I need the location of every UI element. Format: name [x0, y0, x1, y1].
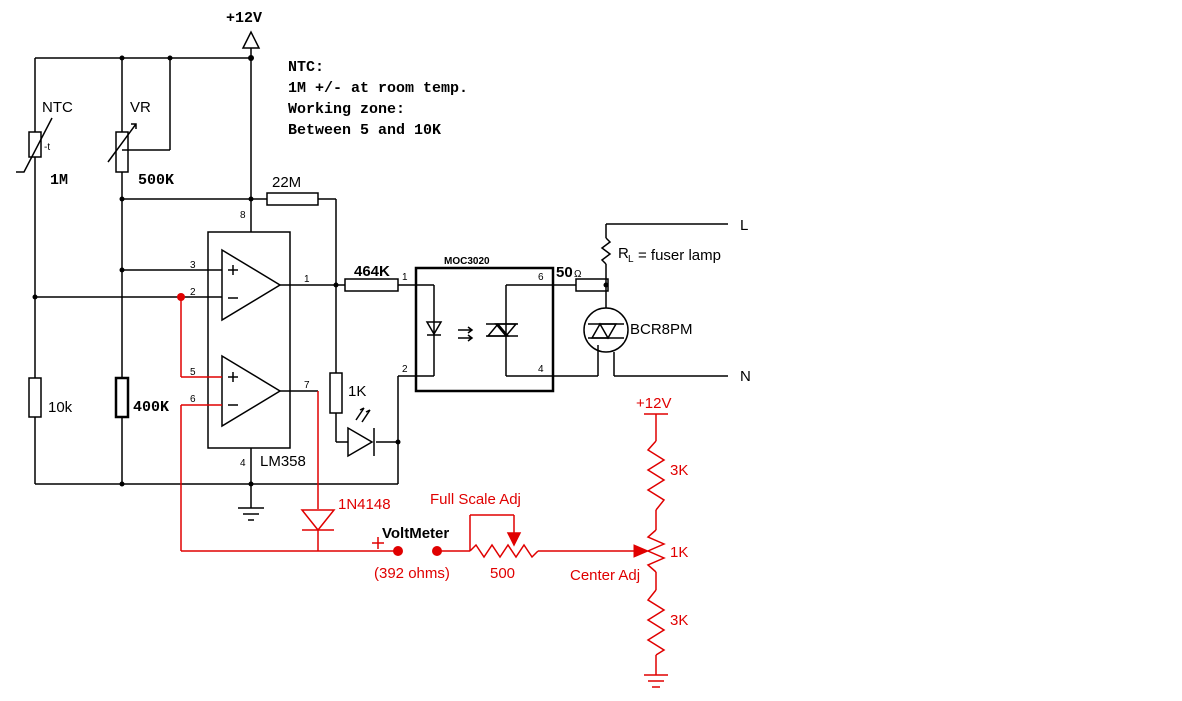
note-line-3: Working zone: — [288, 101, 405, 118]
r50-resistor — [575, 278, 609, 292]
center-adj-arrow-icon — [633, 544, 650, 558]
pot-500-icon — [469, 543, 539, 559]
r1k-label: 1K — [348, 383, 366, 400]
opto-triac-icon — [486, 322, 518, 338]
r1k-resistor — [329, 372, 343, 414]
opto-led-icon — [425, 321, 443, 336]
r10k-label: 10k — [48, 399, 73, 416]
vr-adjust-icon — [107, 123, 137, 163]
opamp-b-icon — [221, 354, 282, 428]
supply-arrow-icon — [241, 30, 261, 49]
pin-2: 2 — [190, 287, 196, 298]
pin-3: 3 — [190, 260, 196, 271]
load-resistor-icon — [600, 237, 612, 265]
black-junctions — [32, 55, 609, 487]
r10k-resistor — [28, 377, 42, 418]
pot-value-label: 500 — [490, 565, 515, 582]
red-wiring — [177, 293, 668, 688]
opto-pin-6: 6 — [538, 272, 544, 283]
ntc-value: 1M — [50, 172, 68, 189]
r400k-label: 400K — [133, 399, 169, 416]
ntc-thermistor-icon — [16, 117, 53, 173]
load-sub: L — [628, 254, 634, 265]
pin-8: 8 — [240, 210, 246, 221]
line-n-label: N — [740, 368, 751, 385]
r50-unit: Ω — [574, 269, 582, 280]
r464k-label: 464K — [354, 263, 390, 280]
load-desc: = fuser lamp — [638, 247, 721, 264]
voltmeter-title: VoltMeter — [382, 525, 449, 542]
pin-4: 4 — [240, 458, 246, 469]
opto-label: MOC3020 — [444, 256, 490, 267]
opto-light-icon — [458, 326, 474, 342]
r3k-bottom-label: 3K — [670, 612, 688, 629]
labels: +12V NTC: 1M +/- at room temp. Working z… — [42, 10, 751, 629]
triac-bcr8pm-icon — [583, 307, 629, 353]
black-wiring — [16, 30, 728, 521]
pin-7: 7 — [304, 380, 310, 391]
load-prefix: R — [618, 245, 629, 262]
opamp-a-icon — [221, 248, 282, 322]
r22m-resistor — [266, 192, 319, 206]
r3k-top-icon — [646, 440, 666, 511]
r1k-center-label: 1K — [670, 544, 688, 561]
voltmeter-terminal-plus — [393, 546, 403, 556]
led-light-icon — [355, 407, 371, 423]
r3k-top-label: 3K — [670, 462, 688, 479]
vr-value: 500K — [138, 172, 174, 189]
opamp-label: LM358 — [260, 453, 306, 470]
center-adj-label: Center Adj — [570, 567, 640, 584]
r1k-center-icon — [646, 529, 666, 573]
line-l-label: L — [740, 217, 748, 234]
r464k-resistor — [344, 278, 399, 292]
note-line-4: Between 5 and 10K — [288, 122, 441, 139]
opto-pin-1: 1 — [402, 272, 408, 283]
note-line-2: 1M +/- at room temp. — [288, 80, 468, 97]
r3k-bottom-icon — [646, 589, 666, 656]
opto-pin-2: 2 — [402, 364, 408, 375]
supply-label: +12V — [226, 10, 262, 27]
r400k-resistor — [114, 376, 130, 419]
diode-1n4148-icon — [300, 509, 336, 532]
ntc-label: NTC — [42, 99, 73, 116]
note-line-1: NTC: — [288, 59, 324, 76]
ntc-symbol: -t — [44, 142, 50, 153]
lm358-body — [207, 231, 291, 449]
opto-pin-4: 4 — [538, 364, 544, 375]
full-scale-label: Full Scale Adj — [430, 491, 521, 508]
led-icon — [347, 426, 374, 458]
r22m-label: 22M — [272, 174, 301, 191]
ntc-resistor — [28, 131, 42, 158]
meter-supply-label: +12V — [636, 395, 671, 412]
triac-label: BCR8PM — [630, 321, 693, 338]
r50-label: 50 — [556, 264, 573, 281]
vr-label: VR — [130, 99, 151, 116]
diode-label: 1N4148 — [338, 496, 391, 513]
pin-6: 6 — [190, 394, 196, 405]
voltmeter-resistance: (392 ohms) — [374, 565, 450, 582]
pin-1: 1 — [304, 274, 310, 285]
moc3020-body — [414, 266, 555, 393]
pin-5: 5 — [190, 367, 196, 378]
